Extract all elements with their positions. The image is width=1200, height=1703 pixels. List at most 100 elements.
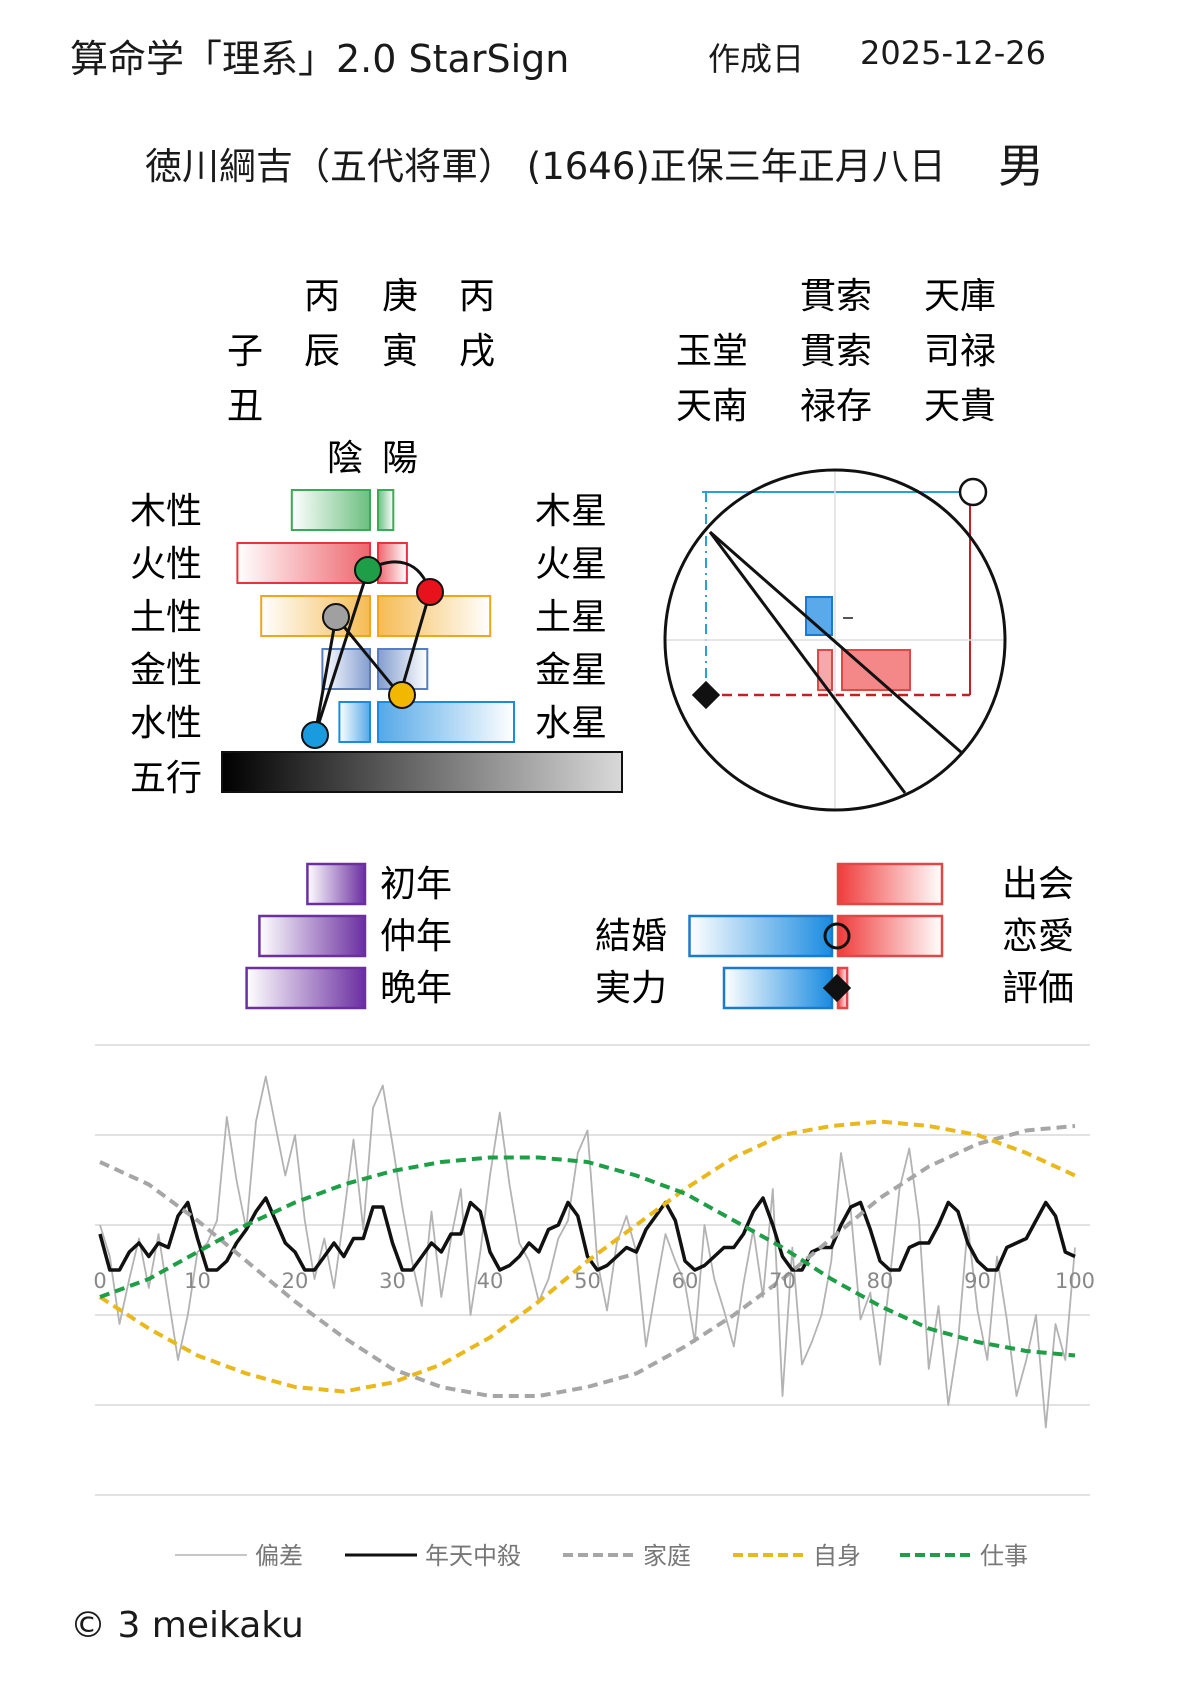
element-left-label-4: 金性 <box>130 650 202 691</box>
life-stage-bar-2 <box>258 914 367 958</box>
life-stage-label-2: 仲年 <box>380 916 452 957</box>
series-line-2 <box>98 1196 1076 1272</box>
branch-2: 寅 <box>382 331 418 372</box>
star-r1c2: 貫索 <box>800 276 872 317</box>
element-right-label-5: 水星 <box>535 703 607 744</box>
series-line-1 <box>99 1075 1076 1429</box>
branch-1: 辰 <box>304 331 340 372</box>
relation-blue-bar-1 <box>688 914 834 958</box>
created-date: 2025-12-26 <box>860 34 1046 72</box>
x-tick-label: 20 <box>282 1269 309 1293</box>
gender: 男 <box>998 139 1044 193</box>
yin-label: 陰 <box>327 438 363 479</box>
series-line-3 <box>99 1124 1076 1398</box>
star-r2c2: 貫索 <box>800 331 872 372</box>
x-tick-label: 40 <box>477 1269 504 1293</box>
life-stage-label-1: 初年 <box>380 864 452 905</box>
created-date-label: 作成日 <box>708 40 805 78</box>
element-right-label-3: 土星 <box>535 597 607 638</box>
x-tick-label: 10 <box>184 1269 211 1293</box>
star-r3c3: 天貴 <box>924 386 996 427</box>
element-bars <box>236 489 515 743</box>
subject-info: 徳川綱吉（五代将軍） (1646)正保三年正月八日 <box>145 145 946 188</box>
relation-left-label-1: 結婚 <box>595 916 667 957</box>
relation-right-label-2: 恋愛 <box>1002 916 1074 957</box>
yin-bar-5 <box>338 701 371 743</box>
x-tick-label: 60 <box>672 1269 699 1293</box>
element-left-label-2: 火性 <box>130 544 202 585</box>
relation-right-label-1: 出会 <box>1002 864 1074 905</box>
legend-label-3: 家庭 <box>643 1542 691 1570</box>
relation-red-bar-2 <box>836 914 944 958</box>
gogyo-label: 五行 <box>130 758 202 799</box>
relation-blue-bar-2 <box>722 966 834 1010</box>
balance-circle-ring <box>663 468 1007 812</box>
balance-circle <box>663 468 1007 812</box>
star-r2c1: 玉堂 <box>676 331 748 372</box>
x-tick-label: 100 <box>1055 1269 1095 1293</box>
relation-red-bar-1 <box>836 862 944 906</box>
element-right-label-2: 火星 <box>535 544 607 585</box>
x-tick-label: 70 <box>769 1269 796 1293</box>
life-stage-bars <box>245 862 367 1010</box>
void-branch-2: 丑 <box>227 386 263 427</box>
relation-left-label-2: 実力 <box>595 968 667 1009</box>
life-stage-bar-1 <box>306 862 367 906</box>
relations: 結婚 実力 出会 恋愛 評価 <box>595 862 1074 1010</box>
relation-bars <box>688 862 944 1010</box>
life-stages: 初年 仲年 晩年 <box>245 862 452 1010</box>
life-stage-bar-3 <box>245 966 367 1010</box>
stem-2: 庚 <box>382 276 418 317</box>
yin-bar-2 <box>236 542 371 584</box>
stem-1: 丙 <box>304 276 340 317</box>
element-right-label-4: 金星 <box>535 650 607 691</box>
relation-circle-marker <box>823 922 851 950</box>
yin-bar-1 <box>290 489 371 531</box>
x-tick-label: 0 <box>93 1269 106 1293</box>
page-title: 算命学「理系」2.0 StarSign <box>70 37 570 81</box>
element-left-label-5: 水性 <box>130 703 202 744</box>
void-branch-1: 子 <box>227 331 263 372</box>
yang-label: 陽 <box>382 438 418 479</box>
legend-label-1: 偏差 <box>255 1542 303 1570</box>
element-connector <box>301 556 444 749</box>
diamond-marker <box>691 680 721 710</box>
copyright: © 3 meikaku <box>70 1605 304 1646</box>
yang-bar-1 <box>377 489 395 531</box>
x-tick-label: 90 <box>964 1269 991 1293</box>
x-tick-label: 80 <box>867 1269 894 1293</box>
elements-chart: 陰 陽 木性木星火性火星土性土星金性金星水性水星 五行 <box>130 438 623 799</box>
wood-node <box>354 556 382 584</box>
life-stage-label-3: 晩年 <box>380 968 452 1009</box>
legend-label-4: 自身 <box>813 1542 861 1570</box>
relation-right-label-3: 評価 <box>1002 968 1074 1009</box>
relation-diamond-marker <box>822 973 852 1003</box>
stem-3: 丙 <box>459 276 495 317</box>
earth-node <box>322 603 350 631</box>
series-line-5 <box>99 1155 1076 1358</box>
star-r3c1: 天南 <box>676 386 748 427</box>
gogyo-gradient-bar <box>221 751 623 793</box>
star-r1c3: 天庫 <box>924 276 996 317</box>
metal-node <box>388 681 416 709</box>
chart-gridlines <box>95 1044 1090 1496</box>
star-r2c3: 司禄 <box>924 331 996 372</box>
circle-marker <box>958 477 988 507</box>
element-left-label-3: 土性 <box>130 597 202 638</box>
element-labels: 木性木星火性火星土性土星金性金星水性水星 <box>130 491 607 744</box>
star-r3c2: 禄存 <box>800 386 872 427</box>
branch-3: 戌 <box>459 331 495 372</box>
series-line-4 <box>98 1119 1076 1394</box>
legend-label-5: 仕事 <box>980 1542 1028 1570</box>
stars-grid: 貫索 天庫 玉堂 貫索 司禄 天南 禄存 天貴 <box>676 276 996 427</box>
water-node <box>301 721 329 749</box>
chart-legend: 偏差 年天中殺 家庭 自身 仕事 <box>175 1542 1028 1570</box>
fire-node <box>416 578 444 606</box>
x-tick-label: 50 <box>574 1269 601 1293</box>
legend-label-2: 年天中殺 <box>425 1542 521 1570</box>
pillars: 丙 庚 丙 子 辰 寅 戌 丑 <box>227 276 495 427</box>
wedge-edge-2 <box>708 531 907 794</box>
